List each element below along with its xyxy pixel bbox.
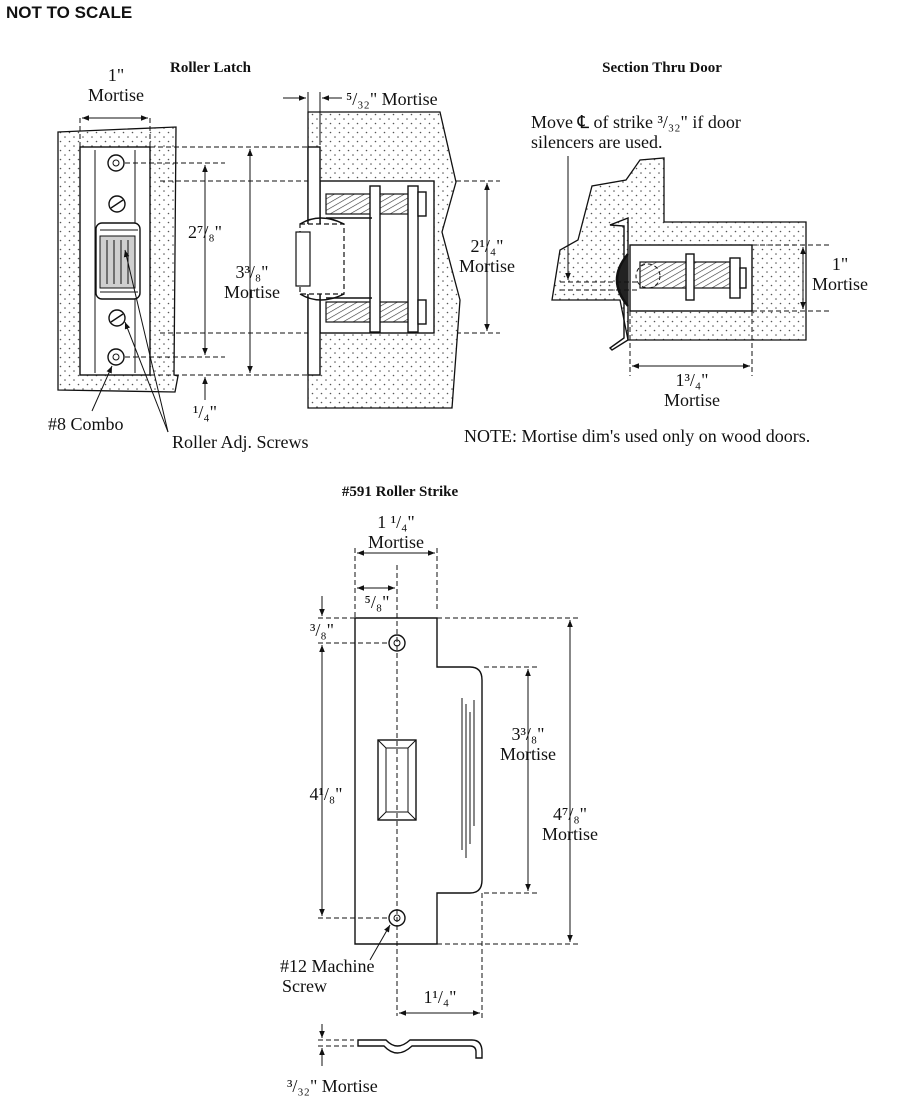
body-height-label: Mortise: [459, 256, 515, 276]
strike-plate: [354, 617, 483, 945]
strike-edge-profile: [357, 1039, 483, 1059]
face-mortise: ⁵/₃₂" Mortise: [346, 89, 438, 109]
wood-doors-note: NOTE: Mortise dim's used only on wood do…: [464, 426, 810, 446]
strike-title: #591 Roller Strike: [342, 484, 459, 500]
latch-adj-note: Roller Adj. Screws: [172, 432, 309, 452]
section-depth-value: 1": [832, 254, 848, 274]
section-length-label: Mortise: [664, 390, 720, 410]
strike-lip-height-value: 3³/₈": [511, 724, 544, 744]
latch-screw-note: #8 Combo: [48, 414, 124, 434]
section-thru-door: Section Thru Door Move ℄ of strike ³/₃₂"…: [464, 60, 868, 446]
strike-lip-length: 1¹/₄": [423, 987, 456, 1007]
strike-top-screw-icon: [388, 634, 406, 652]
strike-width-value: 1 ¹/₄": [377, 512, 415, 532]
section-length-value: 1³/₄": [675, 370, 708, 390]
not-to-scale-header: NOT TO SCALE: [6, 3, 133, 22]
section-note-line2: silencers are used.: [531, 132, 662, 152]
strike-plate-height-label: Mortise: [542, 824, 598, 844]
strike-width-label: Mortise: [368, 532, 424, 552]
top-screw-icon: [107, 154, 125, 172]
roller-latch-front-view: Roller Latch 1" Mortise 2⁷/₈" 3: [48, 60, 500, 452]
lower-adj-screw-icon: [108, 309, 126, 327]
roller-latch-title: Roller Latch: [170, 60, 252, 76]
roller: [99, 235, 136, 289]
upper-adj-screw-icon: [108, 195, 126, 213]
strike-screw-spacing: 4¹/₈": [309, 784, 342, 804]
roller-profile: [615, 253, 629, 307]
latch-mortise-height-value: 3³/₈": [235, 262, 268, 282]
latch-slide: [369, 185, 381, 333]
section-depth-label: Mortise: [812, 274, 868, 294]
latch-width-label: Mortise: [88, 85, 144, 105]
strike-plate-height-value: 4⁷/₈": [553, 804, 587, 824]
section-note-line1: Move ℄ of strike ³/₃₂" if door: [531, 112, 741, 132]
roller-latch-side-view: ⁵/₃₂" Mortise 2¹/₄" Mortise: [283, 89, 515, 409]
strike-lip-height-label: Mortise: [500, 744, 556, 764]
roller-strike-view: #591 Roller Strike 1 ¹/₄" Mortise ⁵/₈" ³…: [280, 484, 598, 1096]
latch-screw-spacing: 2⁷/₈": [188, 222, 222, 242]
bottom-screw-icon: [107, 348, 125, 366]
section-title: Section Thru Door: [602, 60, 722, 76]
latch-width-value: 1": [108, 65, 124, 85]
strike-screw-note-line2: Screw: [282, 976, 327, 996]
body-height-value: 2¹/₄": [470, 236, 503, 256]
section-spring: [639, 261, 731, 289]
latch-mortise-height-label: Mortise: [224, 282, 280, 302]
strike-thickness: ³/₃₂" Mortise: [287, 1076, 378, 1096]
strike-center-offset: ⁵/₈": [365, 592, 390, 612]
strike-screw-note-line1: #12 Machine: [280, 956, 374, 976]
strike-top-offset: ³/₈": [310, 620, 334, 640]
latch-offset: ¹/₄": [193, 402, 217, 422]
strike-plate-profile: [608, 216, 629, 351]
